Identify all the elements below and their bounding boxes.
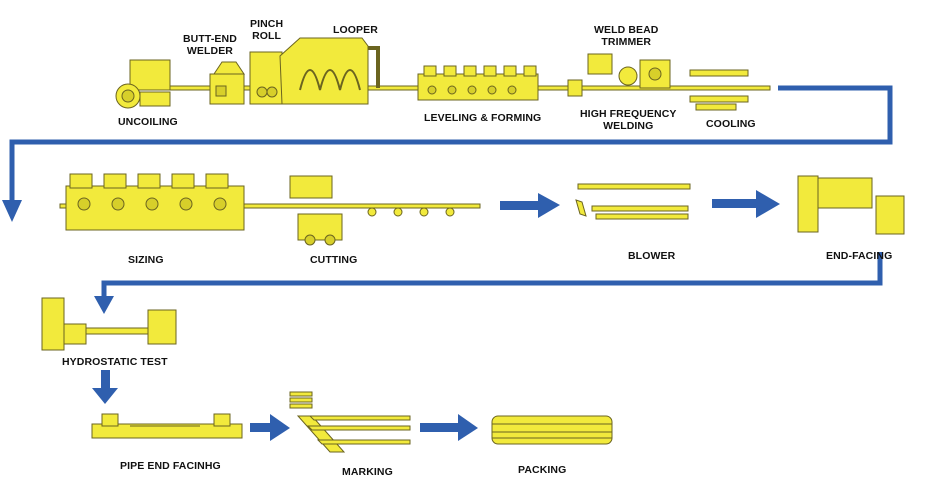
- hydrostatic-test-machine: [41, 297, 177, 351]
- label-cutting: CUTTING: [310, 254, 358, 266]
- label-packing: PACKING: [518, 464, 567, 476]
- leveling-forming-machine: [417, 65, 539, 101]
- label-pipe-end-facing: PIPE END FACINHG: [120, 460, 221, 472]
- label-uncoiling: UNCOILING: [118, 116, 178, 128]
- pipe-line-row2: [59, 203, 481, 209]
- pipe-end-facing-machine: [91, 413, 243, 439]
- marking-pipes: [289, 391, 411, 453]
- looper-machine: [279, 37, 380, 105]
- flow-arrow-to-pipe-end-facing: [92, 370, 118, 404]
- label-blower: BLOWER: [628, 250, 676, 262]
- flow-arrow-to-packing: [420, 414, 478, 441]
- label-looper: LOOPER: [333, 24, 378, 36]
- flow-arrow-to-end-facing: [712, 190, 780, 218]
- label-butt-end-welder: BUTT-END WELDER: [183, 33, 237, 57]
- packing-bundle: [491, 415, 613, 445]
- sizing-machine: [65, 173, 245, 231]
- flow-connector-row2-to-row3: [101, 252, 883, 304]
- label-sizing: SIZING: [128, 254, 164, 266]
- cooling-bed: [689, 69, 749, 111]
- label-weld-bead-trimmer: WELD BEAD TRIMMER: [594, 24, 659, 48]
- blower-pipes: [575, 183, 691, 220]
- end-facing-machine: [797, 175, 905, 235]
- flow-connector-row1-to-row2: [9, 85, 893, 210]
- label-cooling: COOLING: [706, 118, 756, 130]
- butt-end-welder-machine: [209, 61, 245, 105]
- label-end-facing: END-FACING: [826, 250, 893, 262]
- flow-arrow-to-marking: [250, 414, 290, 441]
- weld-bead-trimmer-machine: [639, 59, 671, 89]
- label-leveling-forming: LEVELING & FORMING: [424, 112, 542, 124]
- label-pinch-roll: PINCH ROLL: [250, 18, 284, 42]
- uncoiler-machine: [115, 59, 171, 109]
- label-high-frequency-welding: HIGH FREQUENCY WELDING: [580, 108, 677, 132]
- label-marking: MARKING: [342, 466, 393, 478]
- flow-arrowhead-row2-start: [2, 200, 22, 222]
- high-frequency-welder-machine: [567, 53, 638, 97]
- pinch-roll-machine: [249, 51, 283, 105]
- cutting-machine: [289, 175, 455, 246]
- flow-arrow-to-blower: [500, 193, 560, 218]
- flow-arrowhead-row3-start: [94, 296, 114, 314]
- label-hydrostatic-test: HYDROSTATIC TEST: [62, 356, 168, 368]
